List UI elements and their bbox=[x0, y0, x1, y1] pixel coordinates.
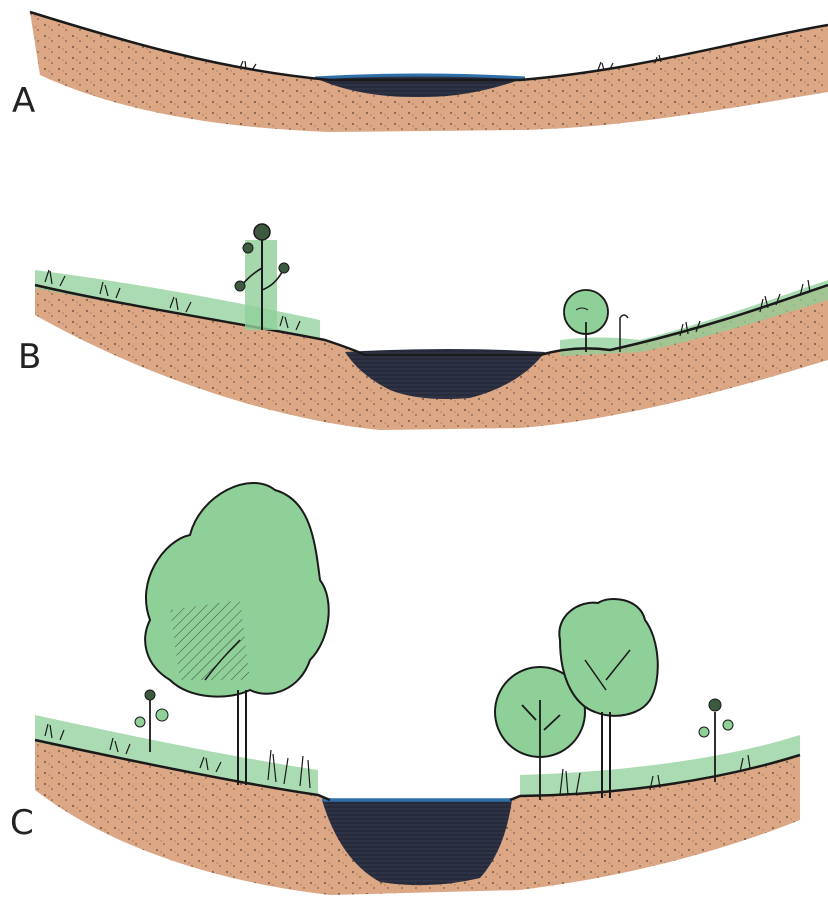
panel-label-c: C bbox=[10, 803, 34, 843]
grass-tuft-icon bbox=[240, 55, 661, 70]
soil-speckle bbox=[30, 12, 828, 132]
panel-a: A bbox=[12, 12, 828, 132]
panel-label-a: A bbox=[12, 81, 35, 121]
panel-b: B bbox=[18, 224, 828, 430]
tree-icon bbox=[145, 483, 329, 785]
panel-c: C bbox=[10, 483, 800, 895]
panel-label-b: B bbox=[18, 337, 41, 377]
